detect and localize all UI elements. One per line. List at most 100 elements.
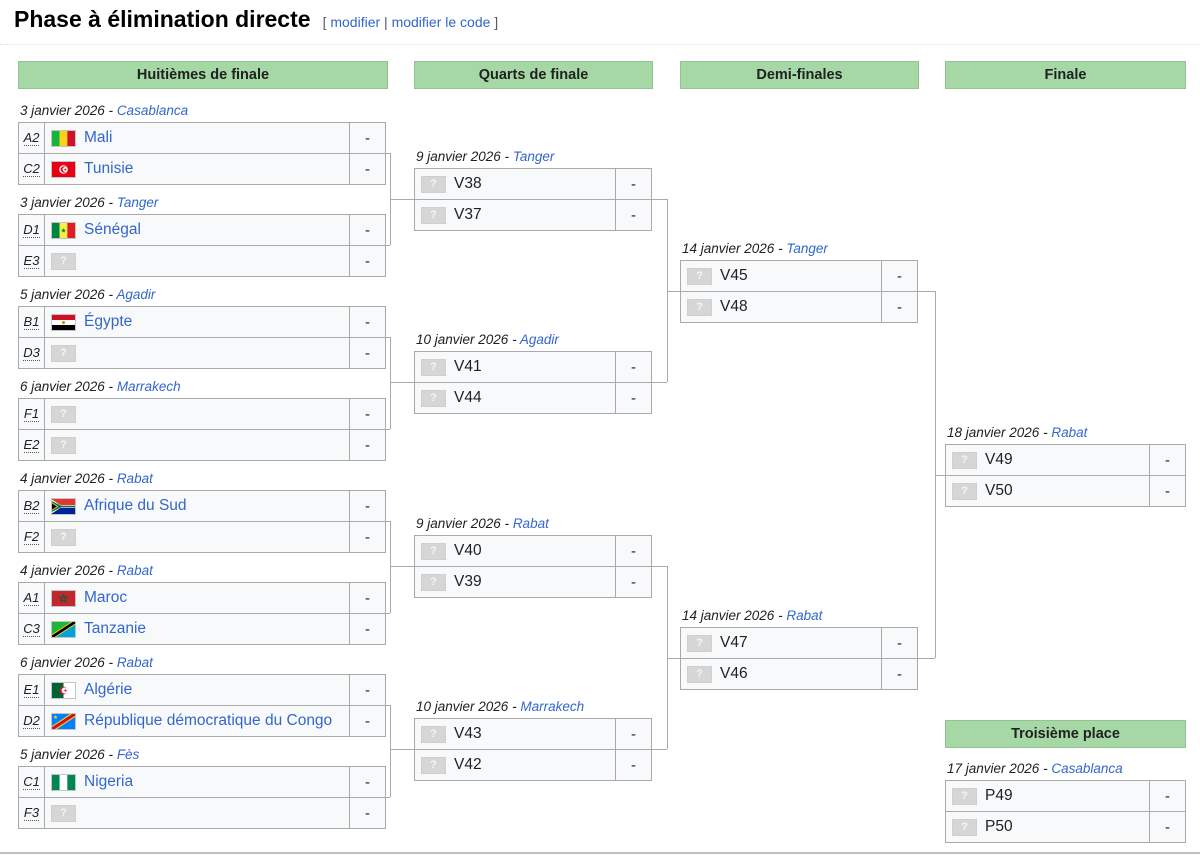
score-cell: - xyxy=(349,123,385,153)
team-link[interactable]: Algérie xyxy=(84,681,133,698)
team-link[interactable]: Nigeria xyxy=(84,773,134,790)
team-cell: Afrique du Sud xyxy=(45,491,349,521)
team-link[interactable]: République démocratique du Congo xyxy=(84,712,333,729)
match-date: 14 janvier 2026 - Rabat xyxy=(682,608,822,625)
team-link[interactable]: Maroc xyxy=(84,589,128,606)
unknown-team-icon: ? xyxy=(51,252,76,270)
seed-cell: E3 xyxy=(19,246,45,276)
match-winner-label: V46 xyxy=(720,665,748,682)
mali-flag-icon xyxy=(51,129,76,147)
edit-link[interactable]: modifier xyxy=(330,14,381,30)
team-cell: ? xyxy=(45,430,349,460)
team-cell: ?V44 xyxy=(415,383,615,413)
city-link[interactable]: Rabat xyxy=(512,516,549,531)
match-date: 5 janvier 2026 - Agadir xyxy=(20,287,155,304)
score-cell: - xyxy=(881,628,917,658)
city-link[interactable]: Agadir xyxy=(519,332,559,347)
team-cell: Tunisie xyxy=(45,154,349,184)
edit-code-link[interactable]: modifier le code xyxy=(391,14,491,30)
match-date: 5 janvier 2026 - Fès xyxy=(20,747,139,764)
team-cell: Égypte xyxy=(45,307,349,337)
score-cell: - xyxy=(615,750,651,780)
match-winner-label: V47 xyxy=(720,634,748,651)
team-link[interactable]: Tanzanie xyxy=(84,620,147,637)
team-link[interactable]: Tunisie xyxy=(84,160,134,177)
bracket-connector xyxy=(390,382,414,383)
match-winner-label: V37 xyxy=(454,206,482,223)
city-link[interactable]: Tanger xyxy=(116,195,159,210)
score-cell: - xyxy=(349,430,385,460)
team-row: F1?- xyxy=(19,399,385,429)
seed-cell: A1 xyxy=(19,583,45,613)
match-winner-label: V48 xyxy=(720,298,748,315)
seed-label: F3 xyxy=(23,804,40,821)
match-date-text: 5 janvier 2026 - xyxy=(20,747,117,762)
city-link[interactable]: Marrakech xyxy=(520,699,585,714)
bracket-connector xyxy=(667,291,680,292)
team-row: ?V40- xyxy=(415,536,651,566)
city-link[interactable]: Rabat xyxy=(786,608,823,623)
match-date-text: 6 janvier 2026 - xyxy=(20,655,117,670)
team-cell: Nigeria xyxy=(45,767,349,797)
team-cell: ?P49 xyxy=(946,781,1149,811)
match-date-text: 18 janvier 2026 - xyxy=(947,425,1052,440)
city-link[interactable]: Tanger xyxy=(786,241,828,256)
seed-label: B1 xyxy=(23,313,40,330)
heading-divider xyxy=(0,44,1200,45)
score-cell: - xyxy=(615,383,651,413)
score-cell: - xyxy=(349,706,385,736)
match-date-text: 17 janvier 2026 - xyxy=(947,761,1052,776)
city-link[interactable]: Rabat xyxy=(116,563,153,578)
match-date: 10 janvier 2026 - Marrakech xyxy=(416,699,584,716)
match-date-text: 9 janvier 2026 - xyxy=(416,149,513,164)
city-link[interactable]: Marrakech xyxy=(116,379,181,394)
city-link[interactable]: Agadir xyxy=(116,287,156,302)
team-row: A2 Mali - xyxy=(19,123,385,153)
seed-label: B2 xyxy=(23,497,40,514)
match-winner-label: P50 xyxy=(985,818,1013,835)
team-link[interactable]: Afrique du Sud xyxy=(84,497,187,514)
team-row: ?V41- xyxy=(415,352,651,382)
city-link[interactable]: Rabat xyxy=(1051,425,1088,440)
bracket-connector xyxy=(390,521,391,613)
page-title: Phase à élimination directe xyxy=(14,6,311,32)
match-date-text: 3 janvier 2026 - xyxy=(20,103,117,118)
match-quarts-1: ?V38-?V37- xyxy=(414,168,652,231)
match-date: 6 janvier 2026 - Marrakech xyxy=(20,379,181,396)
bracket-connector xyxy=(386,613,390,614)
match-date: 9 janvier 2026 - Rabat xyxy=(416,516,549,533)
afrique-du-sud-flag-icon xyxy=(51,497,76,515)
match-date: 4 janvier 2026 - Rabat xyxy=(20,471,153,488)
team-link[interactable]: Sénégal xyxy=(84,221,141,238)
city-link[interactable]: Fès xyxy=(116,747,140,762)
unknown-team-icon: ? xyxy=(687,267,712,285)
score-cell: - xyxy=(1149,812,1185,842)
score-cell: - xyxy=(349,491,385,521)
bracket-connector xyxy=(652,382,667,383)
city-link[interactable]: Casablanca xyxy=(116,103,189,118)
seed-label: A2 xyxy=(23,129,40,146)
senegal-flag-icon xyxy=(51,221,76,239)
score-cell: - xyxy=(349,307,385,337)
bracket-connector xyxy=(390,705,391,797)
unknown-team-icon: ? xyxy=(952,482,977,500)
city-link[interactable]: Rabat xyxy=(116,655,153,670)
bracket-connector xyxy=(390,566,414,567)
city-link[interactable]: Rabat xyxy=(116,471,153,486)
team-link[interactable]: Égypte xyxy=(84,313,133,330)
score-cell: - xyxy=(349,583,385,613)
city-link[interactable]: Casablanca xyxy=(1051,761,1123,776)
team-link[interactable]: Mali xyxy=(84,129,113,146)
match-date-text: 4 janvier 2026 - xyxy=(20,563,117,578)
city-link[interactable]: Tanger xyxy=(512,149,555,164)
match-demis-2: ?V47-?V46- xyxy=(680,627,918,690)
page-bottom-divider xyxy=(0,852,1200,854)
team-cell: ? xyxy=(45,522,349,552)
